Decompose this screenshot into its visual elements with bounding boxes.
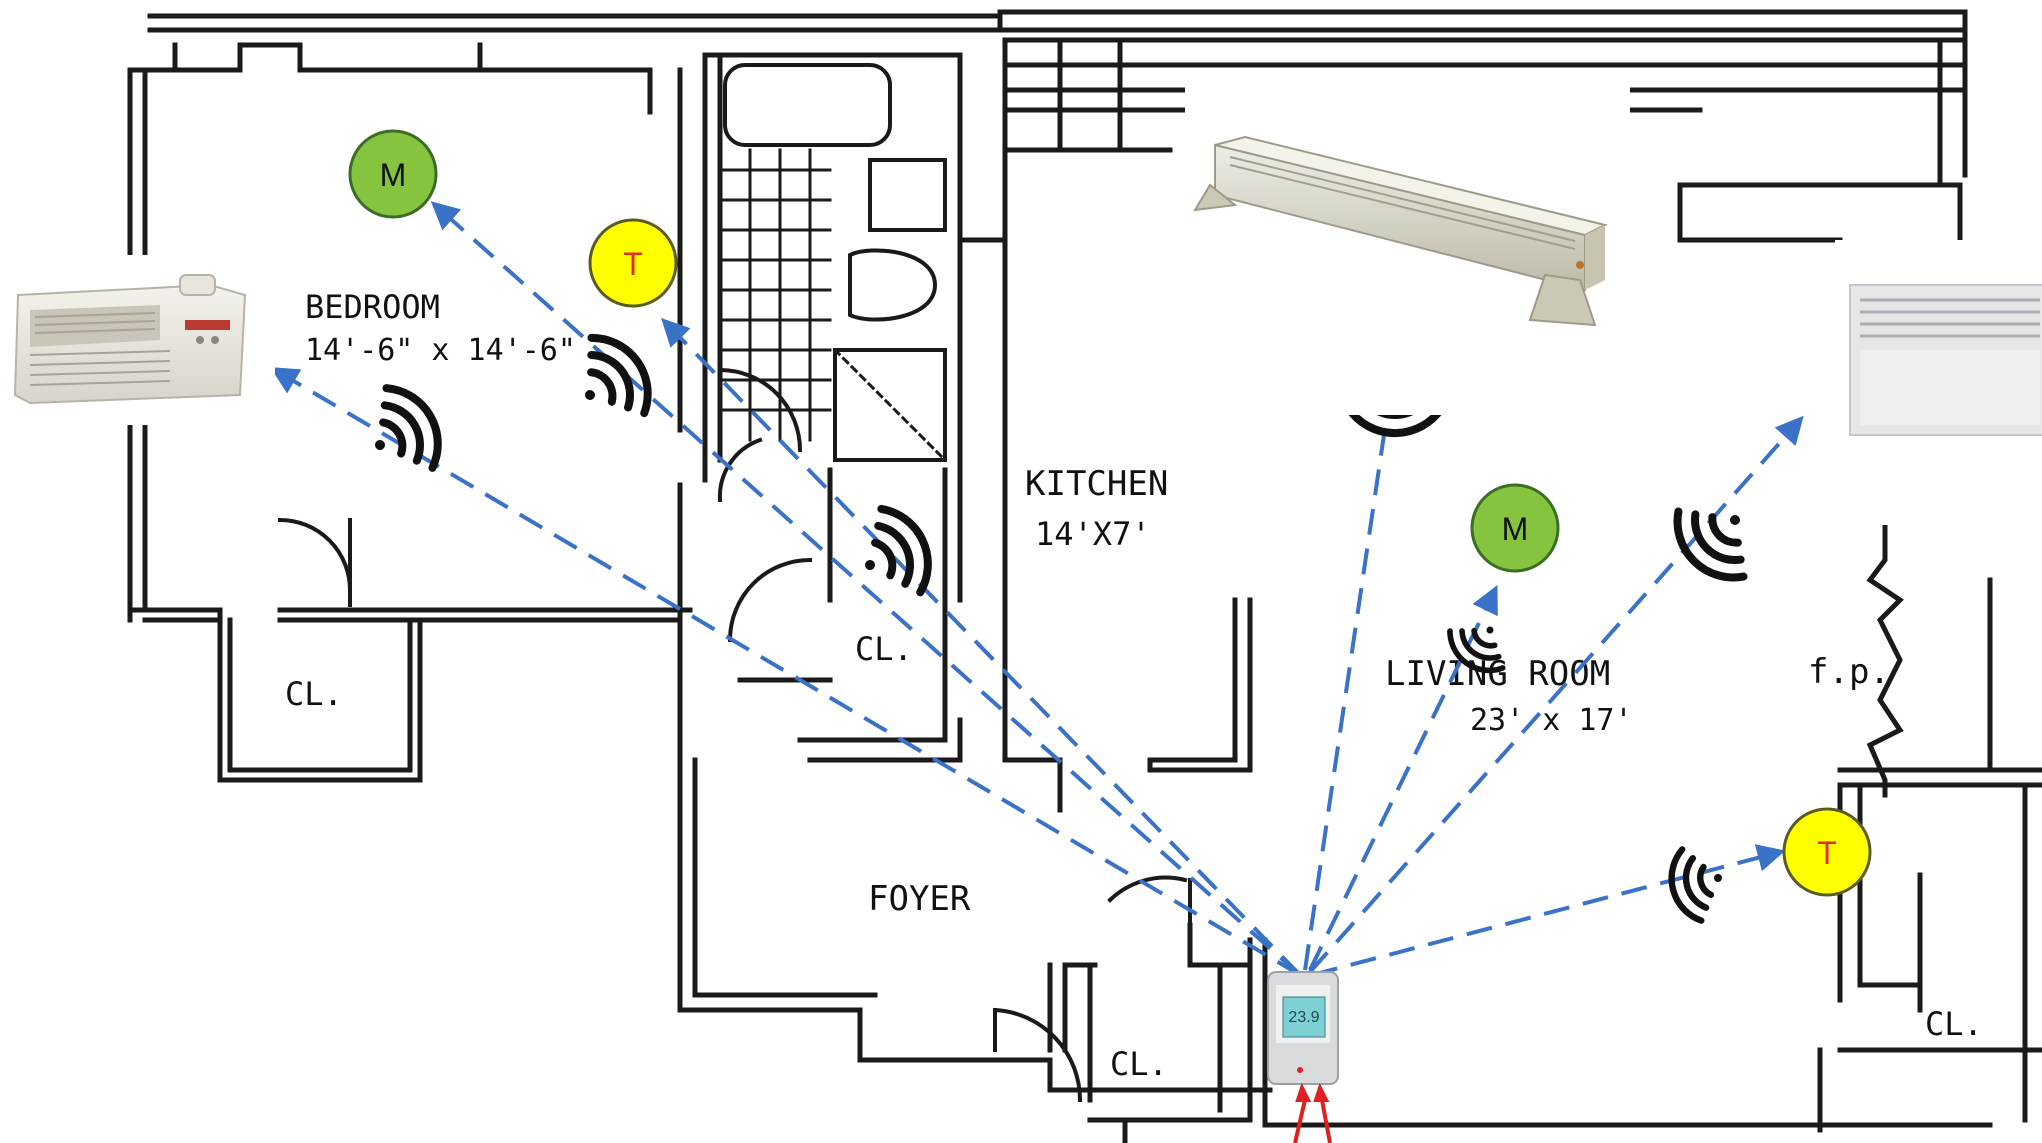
room-label-bedroom: BEDROOM: [305, 288, 440, 326]
thermostat-controller: 23.9: [1267, 971, 1339, 1085]
closet-label-living: CL.: [1925, 1005, 1983, 1043]
temperature-sensor-bedroom: T: [588, 218, 678, 308]
thermostat-display: 23.9: [1288, 1009, 1319, 1026]
link-to-living-ac: [1308, 415, 1804, 974]
room-labels: BEDROOM 14'-6" x 14'-6" KITCHEN 14'X7' L…: [285, 288, 1983, 1083]
floor-plan-walls: [127, 9, 2042, 1143]
wall-ac-unit-icon: [1835, 240, 2042, 525]
room-dims-bedroom: 14'-6" x 14'-6": [305, 333, 576, 368]
svg-text:T: T: [1817, 835, 1837, 871]
wifi-icon: [865, 504, 932, 597]
svg-text:M: M: [380, 157, 407, 193]
wifi-icon: [1668, 846, 1723, 924]
power-wires: [1293, 1082, 1332, 1143]
link-to-bedroom-motion: [430, 201, 1302, 977]
room-dims-kitchen: 14'X7': [1035, 515, 1151, 553]
motion-sensor-bedroom: M: [348, 129, 438, 219]
temperature-sensor-living-room: T: [1782, 807, 1872, 897]
room-label-foyer: FOYER: [868, 879, 971, 919]
link-to-bedroom-temp: [661, 317, 1302, 977]
room-label-living-room: LIVING ROOM: [1385, 654, 1610, 694]
wifi-icon: [1673, 507, 1748, 582]
svg-text:M: M: [1502, 511, 1529, 547]
link-to-living-temp: [1311, 844, 1786, 977]
baseboard-heater-icon: [1185, 75, 1630, 415]
ptac-ac-unit-icon: [0, 255, 275, 425]
wifi-icon: [1447, 626, 1506, 674]
fireplace-label: f.p.: [1808, 652, 1890, 692]
closet-label-foyer: CL.: [1110, 1045, 1168, 1083]
motion-sensor-living-room: M: [1470, 483, 1560, 573]
room-label-kitchen: KITCHEN: [1025, 464, 1168, 504]
room-dims-living-room: 23' x 17': [1470, 703, 1633, 738]
wifi-icon: [375, 384, 442, 472]
wifi-icon: [585, 333, 652, 418]
link-to-living-motion: [1308, 584, 1498, 971]
closet-label-bedroom: CL.: [285, 675, 343, 713]
link-to-bedroom-ac: [270, 367, 1302, 977]
svg-text:T: T: [623, 246, 643, 282]
closet-label-hall: CL.: [855, 630, 913, 668]
